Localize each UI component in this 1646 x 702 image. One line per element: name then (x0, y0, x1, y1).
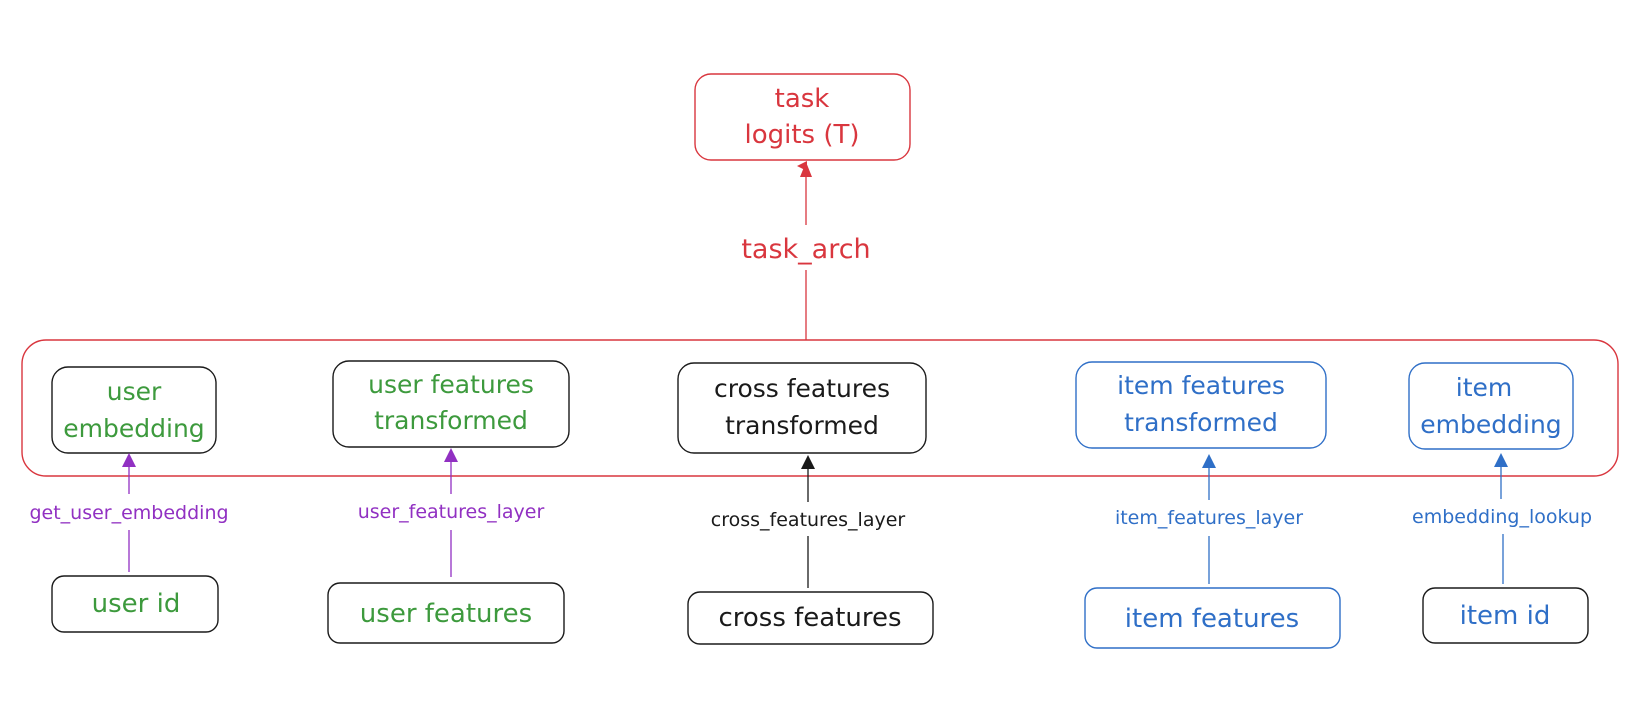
cross-features-node: cross features (687, 591, 934, 645)
svg-text:task: task (775, 84, 830, 114)
user-id-label: user id (92, 589, 181, 619)
cross-features-layer-arrowhead (801, 455, 815, 469)
item-features-layer-label: item_features_layer (1115, 507, 1303, 529)
user-features-transformed-line2: transformed (374, 406, 528, 435)
user-features-transformed-node: user features transformed (332, 360, 570, 448)
get-user-embedding-label: get_user_embedding (29, 502, 228, 524)
item-features-transformed-node: item features transformed (1075, 361, 1327, 449)
item-id-node: item id (1422, 587, 1589, 644)
user-embedding-line2: embedding (63, 414, 204, 443)
user-features-node: user features (327, 582, 565, 644)
task-logits-line2: logits (T) (744, 120, 859, 150)
item-features-label: item features (1125, 604, 1299, 634)
cross-features-layer-label: cross_features_layer (711, 509, 906, 531)
item-embedding-node: item embedding (1408, 362, 1574, 450)
item-embedding-line2: embedding (1420, 410, 1561, 439)
user-id-node: user id (51, 575, 219, 633)
item-embedding-line1: item (1456, 373, 1512, 402)
svg-text:transformed: transformed (374, 406, 528, 435)
user-embedding-node: user embedding (51, 366, 217, 454)
task-arch-label: task_arch (741, 234, 870, 265)
svg-text:cross features: cross features (714, 374, 890, 403)
get-user-embedding-arrowhead (122, 453, 136, 467)
svg-text:cross features: cross features (718, 603, 901, 633)
svg-text:item features: item features (1125, 604, 1299, 634)
user-features-label: user features (360, 599, 532, 629)
user-embedding-line1: user (107, 377, 162, 406)
cross-features-transformed-line1: cross features (714, 374, 890, 403)
svg-text:transformed: transformed (1124, 408, 1278, 437)
item-id-label: item id (1460, 601, 1551, 631)
task-logits-line1: task (775, 84, 830, 114)
output-group-container (21, 339, 1619, 477)
svg-text:logits (T): logits (T) (744, 120, 859, 150)
svg-text:user id: user id (92, 589, 181, 619)
embedding-lookup-arrowhead (1494, 453, 1508, 467)
cross-features-transformed-node: cross features transformed (677, 362, 927, 454)
task-arch-arrowhead (800, 162, 812, 177)
svg-text:embedding: embedding (1420, 410, 1561, 439)
cross-features-transformed-line2: transformed (725, 411, 879, 440)
svg-text:item features: item features (1117, 371, 1285, 400)
svg-text:item: item (1456, 373, 1512, 402)
svg-text:user: user (107, 377, 162, 406)
svg-text:user features: user features (368, 370, 534, 399)
item-features-transformed-line1: item features (1117, 371, 1285, 400)
embedding-lookup-label: embedding_lookup (1412, 506, 1592, 528)
user-features-layer-arrowhead (444, 448, 458, 462)
item-features-transformed-line2: transformed (1124, 408, 1278, 437)
svg-text:embedding: embedding (63, 414, 204, 443)
item-features-layer-arrowhead (1202, 454, 1216, 468)
svg-text:transformed: transformed (725, 411, 879, 440)
svg-text:item id: item id (1460, 601, 1551, 631)
task-logits-node: task logits (T) (694, 73, 911, 161)
item-features-node: item features (1084, 587, 1341, 649)
user-features-transformed-line1: user features (368, 370, 534, 399)
svg-text:user features: user features (360, 599, 532, 629)
user-features-layer-label: user_features_layer (358, 501, 545, 523)
cross-features-label: cross features (718, 603, 901, 633)
